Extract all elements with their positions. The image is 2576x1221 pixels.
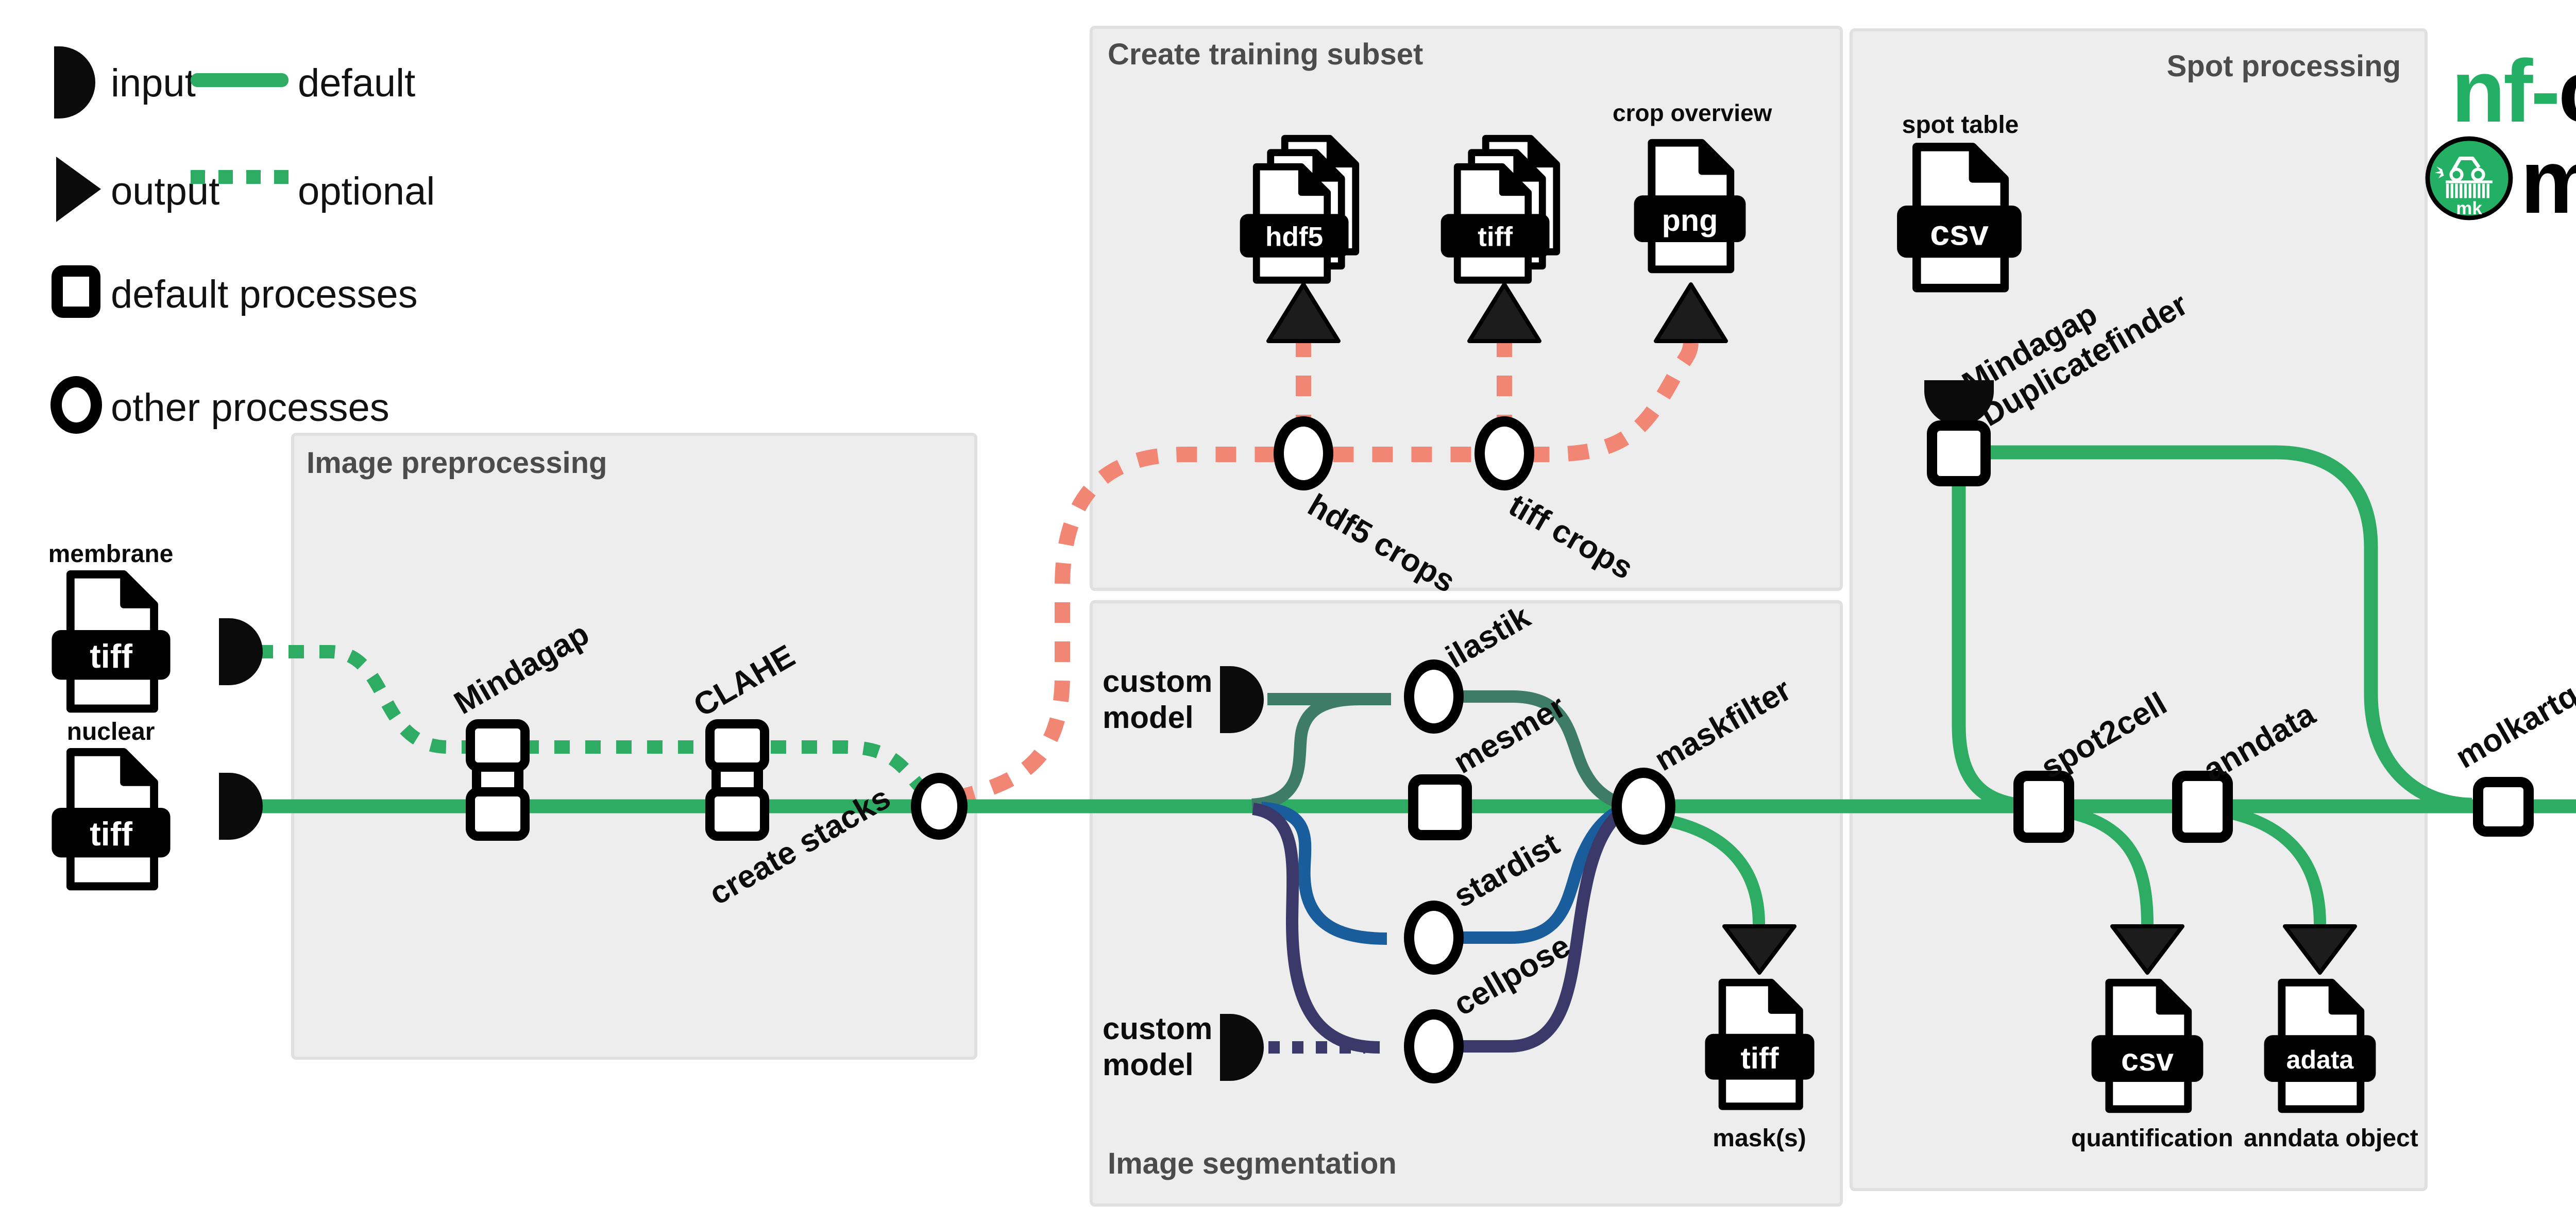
legend-default-label: default [298, 61, 415, 106]
node-stardist [1404, 901, 1464, 975]
spot-table-label: spot table [1896, 111, 2025, 139]
membrane-ext: tiff [90, 637, 132, 675]
node-cellpose [1404, 1009, 1464, 1083]
legend-default-line [191, 73, 289, 87]
legend-input-label: input [111, 61, 196, 106]
adata-file-icon: adata [2258, 978, 2382, 1121]
mask-tiff-file-icon: tiff [1699, 978, 1820, 1118]
adata-ext: adata [2286, 1045, 2354, 1074]
node-spot2cell [2013, 771, 2074, 843]
hdf5-stack-file-icon: hdf5 [1229, 131, 1383, 301]
node-tiff-crops [1475, 416, 1534, 490]
output-triangle-quantification [2112, 926, 2182, 973]
output-triangle-png [1656, 284, 1726, 341]
legend-other-process-icon [50, 376, 102, 434]
nuclear-tiff-file-icon: tiff [45, 747, 177, 899]
mk-badge-text: mk [2456, 198, 2482, 218]
spot-table-csv-file-icon: csv [1890, 142, 2029, 301]
node-mesmer [1408, 774, 1472, 840]
membrane-label: membrane [46, 540, 175, 568]
custom-model-bottom-label: custom model [1103, 1011, 1212, 1082]
edge-main-to-ilastik [1252, 699, 1360, 805]
edge-maskfilter-to-mask [1655, 818, 1759, 924]
spot-table-ext: csv [1930, 213, 1989, 252]
quantification-label: quantification [2071, 1124, 2226, 1152]
nuclear-label: nuclear [46, 718, 175, 746]
edge-main-to-cellpose [1253, 809, 1380, 1047]
logo-nf: nf- [2451, 42, 2558, 141]
node-mindagap-bottom [466, 787, 530, 841]
custom-model-top-label: custom model [1103, 664, 1212, 735]
custom-model-bottom-line2: model [1103, 1047, 1212, 1083]
output-triangle-anndata [2285, 926, 2355, 973]
legend-output-icon [54, 155, 103, 224]
node-clahe-bottom [705, 787, 769, 841]
hdf5-ext: hdf5 [1265, 222, 1323, 252]
anndata-object-label: anndata object [2244, 1124, 2398, 1152]
legend-optional-line [191, 170, 289, 184]
legend-optional-label: optional [298, 169, 435, 214]
legend-default-process-icon [52, 265, 100, 318]
custom-model-top-line1: custom [1103, 664, 1212, 700]
logo-molkart: molkart [2520, 130, 2576, 234]
edge-membrane-optional [258, 652, 934, 798]
logo-nf-core: nf-core/ [2451, 40, 2576, 142]
custom-model-bottom-line1: custom [1103, 1011, 1212, 1047]
node-hdf5-crops [1274, 416, 1333, 490]
custom-model-top-line2: model [1103, 700, 1212, 736]
png-ext: png [1662, 203, 1718, 238]
tiff-stack-file-icon: tiff [1430, 131, 1584, 301]
mask-ext: tiff [1740, 1042, 1779, 1075]
output-triangle-mask [1724, 926, 1794, 973]
png-file-icon: png [1628, 138, 1752, 281]
node-maskfilter [1612, 768, 1675, 845]
logo-core: core/ [2558, 42, 2576, 141]
tiff-stack-ext: tiff [1478, 222, 1513, 252]
quantification-csv-file-icon: csv [2086, 978, 2209, 1121]
node-clahe-top [705, 719, 769, 772]
legend-default-processes-label: default processes [111, 272, 418, 317]
nuclear-ext: tiff [90, 815, 132, 853]
node-mindagap-top [466, 719, 530, 772]
mask-label: mask(s) [1695, 1124, 1824, 1152]
node-molkartqc [2473, 777, 2534, 837]
legend-other-processes-label: other processes [111, 385, 389, 430]
mk-badge-icon: mk [2424, 135, 2514, 222]
edge-create-stacks-to-training [954, 341, 1691, 799]
membrane-tiff-file-icon: tiff [45, 569, 177, 721]
quantification-ext: csv [2121, 1042, 2174, 1077]
node-create-stacks [911, 773, 968, 840]
node-duplicatefinder [1927, 420, 1991, 486]
crop-overview-label: crop overview [1613, 99, 1767, 127]
